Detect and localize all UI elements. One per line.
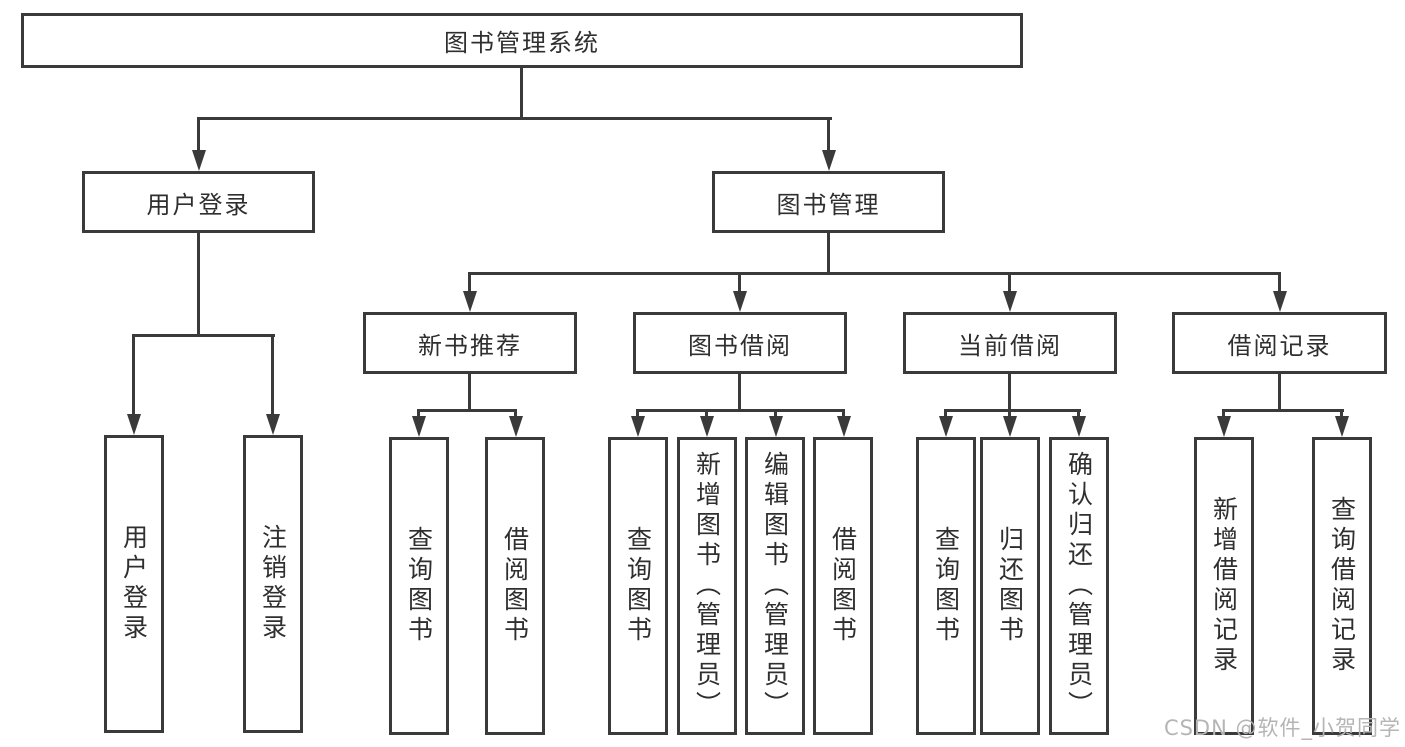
arrow-down-icon xyxy=(1278,272,1281,291)
connector-current-borrow-branch xyxy=(944,409,1081,412)
leaf-edit-books-admin: 编辑图书（管理员） xyxy=(745,437,805,735)
connector-level2-branch xyxy=(197,117,832,120)
leaf-label: 用户登录 xyxy=(119,524,149,644)
node-book-borrow-label: 图书借阅 xyxy=(688,331,792,360)
leaf-user-login: 用户登录 xyxy=(104,435,164,733)
node-book-borrow: 图书借阅 xyxy=(633,312,847,374)
leaf-borrow-books: 借阅图书 xyxy=(813,437,873,735)
leaf-label: 新增图书（管理员） xyxy=(692,451,722,721)
arrow-down-icon xyxy=(827,117,830,150)
leaf-label: 编辑图书（管理员） xyxy=(760,451,790,721)
arrow-down-icon xyxy=(1008,272,1011,291)
arrow-down-icon xyxy=(197,117,200,150)
leaf-add-borrow-record: 新增借阅记录 xyxy=(1194,437,1254,735)
node-current-borrow: 当前借阅 xyxy=(903,312,1117,374)
leaf-logout: 注销登录 xyxy=(243,435,303,733)
leaf-label: 查询图书 xyxy=(623,526,653,646)
connector-book-borrow-branch xyxy=(636,409,845,412)
csdn-watermark: CSDN @软件_小贺同学 xyxy=(1163,716,1401,740)
arrow-down-icon xyxy=(738,272,741,291)
connector-borrow-records-stub xyxy=(1278,374,1281,412)
connector-borrow-records-branch xyxy=(1222,409,1344,412)
node-new-book-rec: 新书推荐 xyxy=(363,312,577,374)
leaf-query-books-rec: 查询图书 xyxy=(389,437,449,735)
leaf-confirm-return-admin: 确认归还（管理员） xyxy=(1049,437,1109,735)
connector-level3-branch xyxy=(468,272,1281,275)
leaf-query-books: 查询图书 xyxy=(608,437,668,735)
arrow-down-icon xyxy=(636,409,639,416)
arrow-down-icon xyxy=(774,409,777,416)
leaf-label: 注销登录 xyxy=(258,524,288,644)
connector-user-login-branch xyxy=(132,334,275,337)
connector-root-stub xyxy=(520,68,523,119)
leaf-label: 查询图书 xyxy=(931,526,961,646)
arrow-down-icon xyxy=(1340,409,1343,416)
connector-user-login-stub xyxy=(197,233,200,337)
node-current-borrow-label: 当前借阅 xyxy=(958,331,1062,360)
leaf-label: 确认归还（管理员） xyxy=(1064,451,1094,721)
node-book-mgmt: 图书管理 xyxy=(712,171,945,233)
connector-new-book-branch xyxy=(417,409,517,412)
leaf-label: 归还图书 xyxy=(995,526,1025,646)
node-borrow-records: 借阅记录 xyxy=(1172,312,1387,374)
arrow-down-icon xyxy=(1008,409,1011,416)
leaf-query-current: 查询图书 xyxy=(916,437,976,735)
leaf-add-books-admin: 新增图书（管理员） xyxy=(677,437,737,735)
leaf-label: 新增借阅记录 xyxy=(1209,496,1239,676)
leaf-return-books: 归还图书 xyxy=(980,437,1040,735)
node-root: 图书管理系统 xyxy=(21,13,1023,68)
arrow-down-icon xyxy=(1222,409,1225,416)
arrow-down-icon xyxy=(132,334,135,414)
leaf-label: 借阅图书 xyxy=(500,526,530,646)
node-root-label: 图书管理系统 xyxy=(444,29,600,57)
connector-current-borrow-stub xyxy=(1008,374,1011,412)
node-book-mgmt-label: 图书管理 xyxy=(776,190,881,219)
arrow-down-icon xyxy=(705,409,708,416)
leaf-label: 查询图书 xyxy=(404,526,434,646)
leaf-query-borrow-record: 查询借阅记录 xyxy=(1312,437,1372,735)
arrow-down-icon xyxy=(514,409,517,416)
arrow-down-icon xyxy=(842,409,845,416)
leaf-label: 借阅图书 xyxy=(828,526,858,646)
arrow-down-icon xyxy=(468,272,471,291)
leaf-borrow-books-rec: 借阅图书 xyxy=(485,437,545,735)
connector-new-book-stub xyxy=(468,374,471,412)
arrow-down-icon xyxy=(1077,409,1080,416)
arrow-down-icon xyxy=(944,409,947,416)
connector-book-borrow-stub xyxy=(738,374,741,412)
node-user-login-label: 用户登录 xyxy=(146,190,251,219)
node-user-login: 用户登录 xyxy=(82,171,315,233)
arrow-down-icon xyxy=(271,334,274,414)
arrow-down-icon xyxy=(417,409,420,416)
node-borrow-records-label: 借阅记录 xyxy=(1227,331,1332,360)
connector-book-mgmt-stub xyxy=(827,233,830,275)
leaf-label: 查询借阅记录 xyxy=(1327,496,1357,676)
node-new-book-rec-label: 新书推荐 xyxy=(418,331,522,360)
